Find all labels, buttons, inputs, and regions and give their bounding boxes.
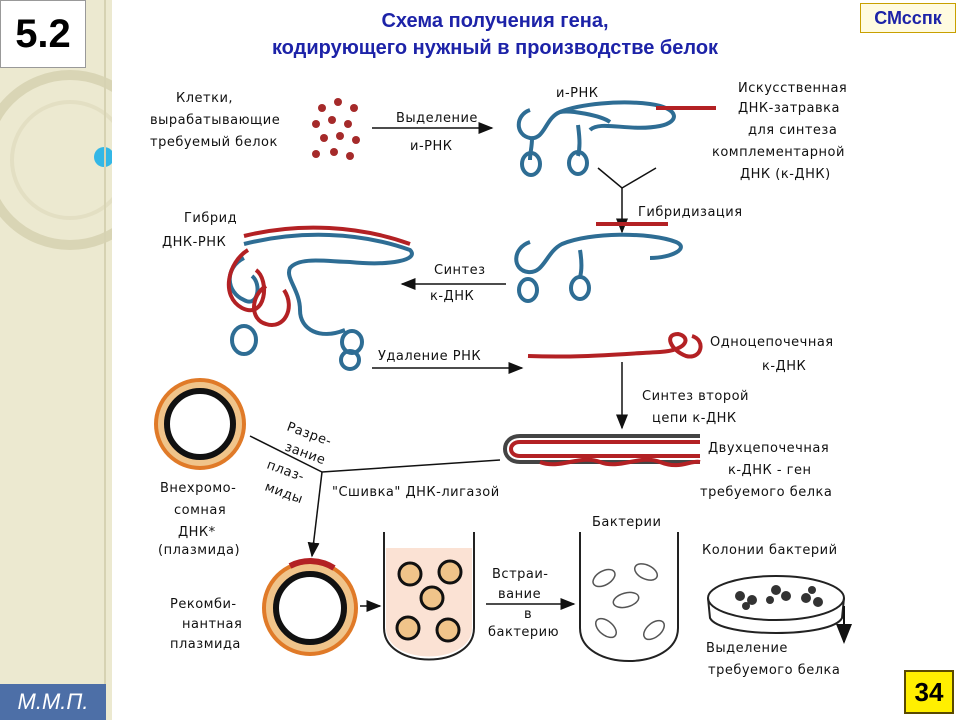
hybridization-label: Гибридизация [638,205,743,220]
double-strand-label-2: к-ДНК - ген [728,463,812,478]
ligation-label: "Сшивка" ДНК-лигазой [332,485,500,500]
cells-dots [312,98,360,160]
mrna-strand [516,100,676,177]
title-line-2: кодирующего нужный в производстве белок [271,37,719,59]
petri-dish [707,575,845,634]
mrna-label: и-РНК [556,86,598,101]
single-strand-label-2: к-ДНК [762,359,806,374]
author-label: М.М.П. [0,684,106,720]
double-strand-cdna [503,434,701,468]
single-strand-cdna [527,331,703,359]
recombinant-label-3: плазмида [170,637,241,652]
insertion-label-4: бактерию [488,625,559,640]
recombinant-plasmid [262,558,358,656]
primer-label-4: комплементарной [712,145,845,160]
insertion-label-1: Встраи- [492,567,549,582]
primer-label-5: ДНК (к-ДНК) [740,167,831,182]
cells-label-2: вырабатывающие [150,113,280,128]
sidebar-stripe [104,0,106,720]
protein-label-2: требуемого белка [708,663,840,678]
colonies-label: Колонии бактерий [702,543,838,558]
synthesis-label-2: к-ДНК [430,289,474,304]
slide-title: Схема получения гена, кодирующего нужный… [150,8,840,62]
plasmid-tube [383,532,475,661]
insertion-label-3: в [524,607,532,622]
isolation-label-1: Выделение [396,111,478,126]
protein-label-1: Выделение [706,641,788,656]
hybrid-label-2: ДНК-РНК [162,235,226,250]
synthesis-label-1: Синтез [434,263,486,278]
title-line-1: Схема получения гена, [381,10,609,32]
double-strand-label-1: Двухцепочечная [708,441,829,456]
single-strand-label-1: Одноцепочечная [710,335,834,350]
plasmid [154,378,246,470]
recombinant-label-2: нантная [182,617,242,632]
primer-label-2: ДНК-затравка [738,101,840,116]
plasmid-label-1: Внехромо- [160,481,236,496]
cells-label-1: Клетки, [176,91,233,106]
sidebar-decoration [0,0,160,720]
cells-label-3: требуемый белок [150,135,278,150]
recombinant-label-1: Рекомби- [170,597,237,612]
slide-number-badge: 5.2 [0,0,86,68]
corner-tag: СМсспк [860,3,956,33]
page-number-badge: 34 [904,670,954,714]
double-strand-label-3: требуемого белка [700,485,832,500]
second-strand-label-1: Синтез второй [642,389,749,404]
hybrid-mrna [514,232,683,303]
merge-lines [597,167,657,189]
second-strand-label-2: цепи к-ДНК [652,411,737,426]
arrow-ligation [307,471,323,558]
plasmid-label-3: ДНК* [178,525,216,540]
insertion-label-2: вание [498,587,541,602]
bacteria-label: Бактерии [592,515,661,530]
isolation-label-2: и-РНК [410,139,452,154]
hybrid-label-1: Гибрид [184,211,237,226]
bacteria-tube [579,532,679,662]
primer-label-3: для синтеза [748,123,837,138]
primer-label-1: Искусственная [738,81,847,96]
plasmid-label-2: сомная [174,503,226,518]
rna-removal-label: Удаление РНК [378,349,481,364]
hybrid-molecule [226,225,414,371]
plasmid-label-4: (плазмида) [158,543,240,558]
